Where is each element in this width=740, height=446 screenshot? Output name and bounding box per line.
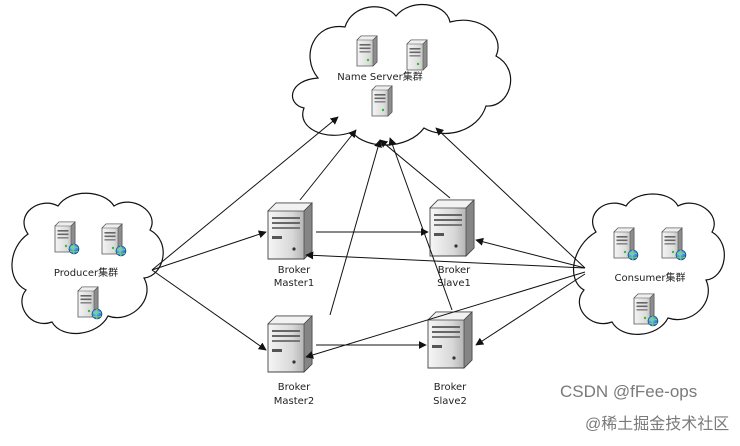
broker-master1-label-line2: Master1: [274, 278, 315, 289]
broker-master1-label-line1: Broker: [278, 265, 311, 276]
broker-slave1-label-line1: Broker: [438, 265, 471, 276]
consumer-globe-icon-2: [675, 249, 687, 261]
slave2-to-nameserver-arrow: [388, 137, 453, 311]
producer-globe-icon-1: [68, 243, 80, 255]
consumer-to-master1-arrow: [305, 251, 586, 269]
name-server-label: Name Server集群: [337, 70, 422, 83]
producer-label: Producer集群: [54, 266, 118, 279]
producer-to-master2-arrow: [151, 269, 267, 351]
producer-to-master1-arrow: [151, 230, 267, 271]
consumer-globe-icon-1: [627, 249, 639, 261]
juejin-watermark: @稀土掘金技术社区: [585, 416, 730, 433]
broker-master2-label-line2: Master2: [274, 396, 315, 407]
consumer-globe-icon-3: [647, 315, 659, 327]
broker-master2-icon: [267, 315, 313, 373]
name-server-icon-1: [356, 35, 378, 67]
consumer-to-slave1-arrow: [475, 237, 586, 269]
broker-slave2-label-line1: Broker: [434, 382, 467, 393]
consumer-label: Consumer集群: [615, 271, 686, 284]
producer-to-nameserver-arrow: [151, 116, 339, 271]
producer-globe-icon-3: [91, 308, 103, 320]
broker-slave1-icon: [429, 199, 475, 257]
consumer-cloud: [572, 193, 725, 335]
consumer-to-nameserver-arrow: [435, 127, 586, 269]
slave1-to-nameserver-arrow: [379, 139, 451, 199]
broker-master2-label-line1: Broker: [278, 382, 311, 393]
consumer-to-master2-arrow: [305, 271, 586, 359]
master2-to-nameserver-arrow: [329, 139, 382, 316]
broker-slave2-icon: [427, 311, 473, 369]
broker-slave2-label-line2: Slave2: [433, 396, 467, 407]
producer-globe-icon-2: [115, 245, 127, 257]
name-server-icon-3: [371, 85, 393, 117]
name-server-cloud: [291, 3, 512, 146]
broker-slave1-label-line2: Slave1: [437, 278, 471, 289]
csdn-watermark: CSDN @fFee-ops: [560, 382, 698, 401]
connection-lines: [151, 116, 586, 359]
name-server-icon-2: [406, 39, 428, 71]
producer-cloud: [11, 192, 164, 335]
consumer-to-slave2-arrow: [475, 273, 586, 346]
master1-to-nameserver-arrow: [299, 129, 357, 201]
broker-master1-icon: [267, 202, 313, 260]
